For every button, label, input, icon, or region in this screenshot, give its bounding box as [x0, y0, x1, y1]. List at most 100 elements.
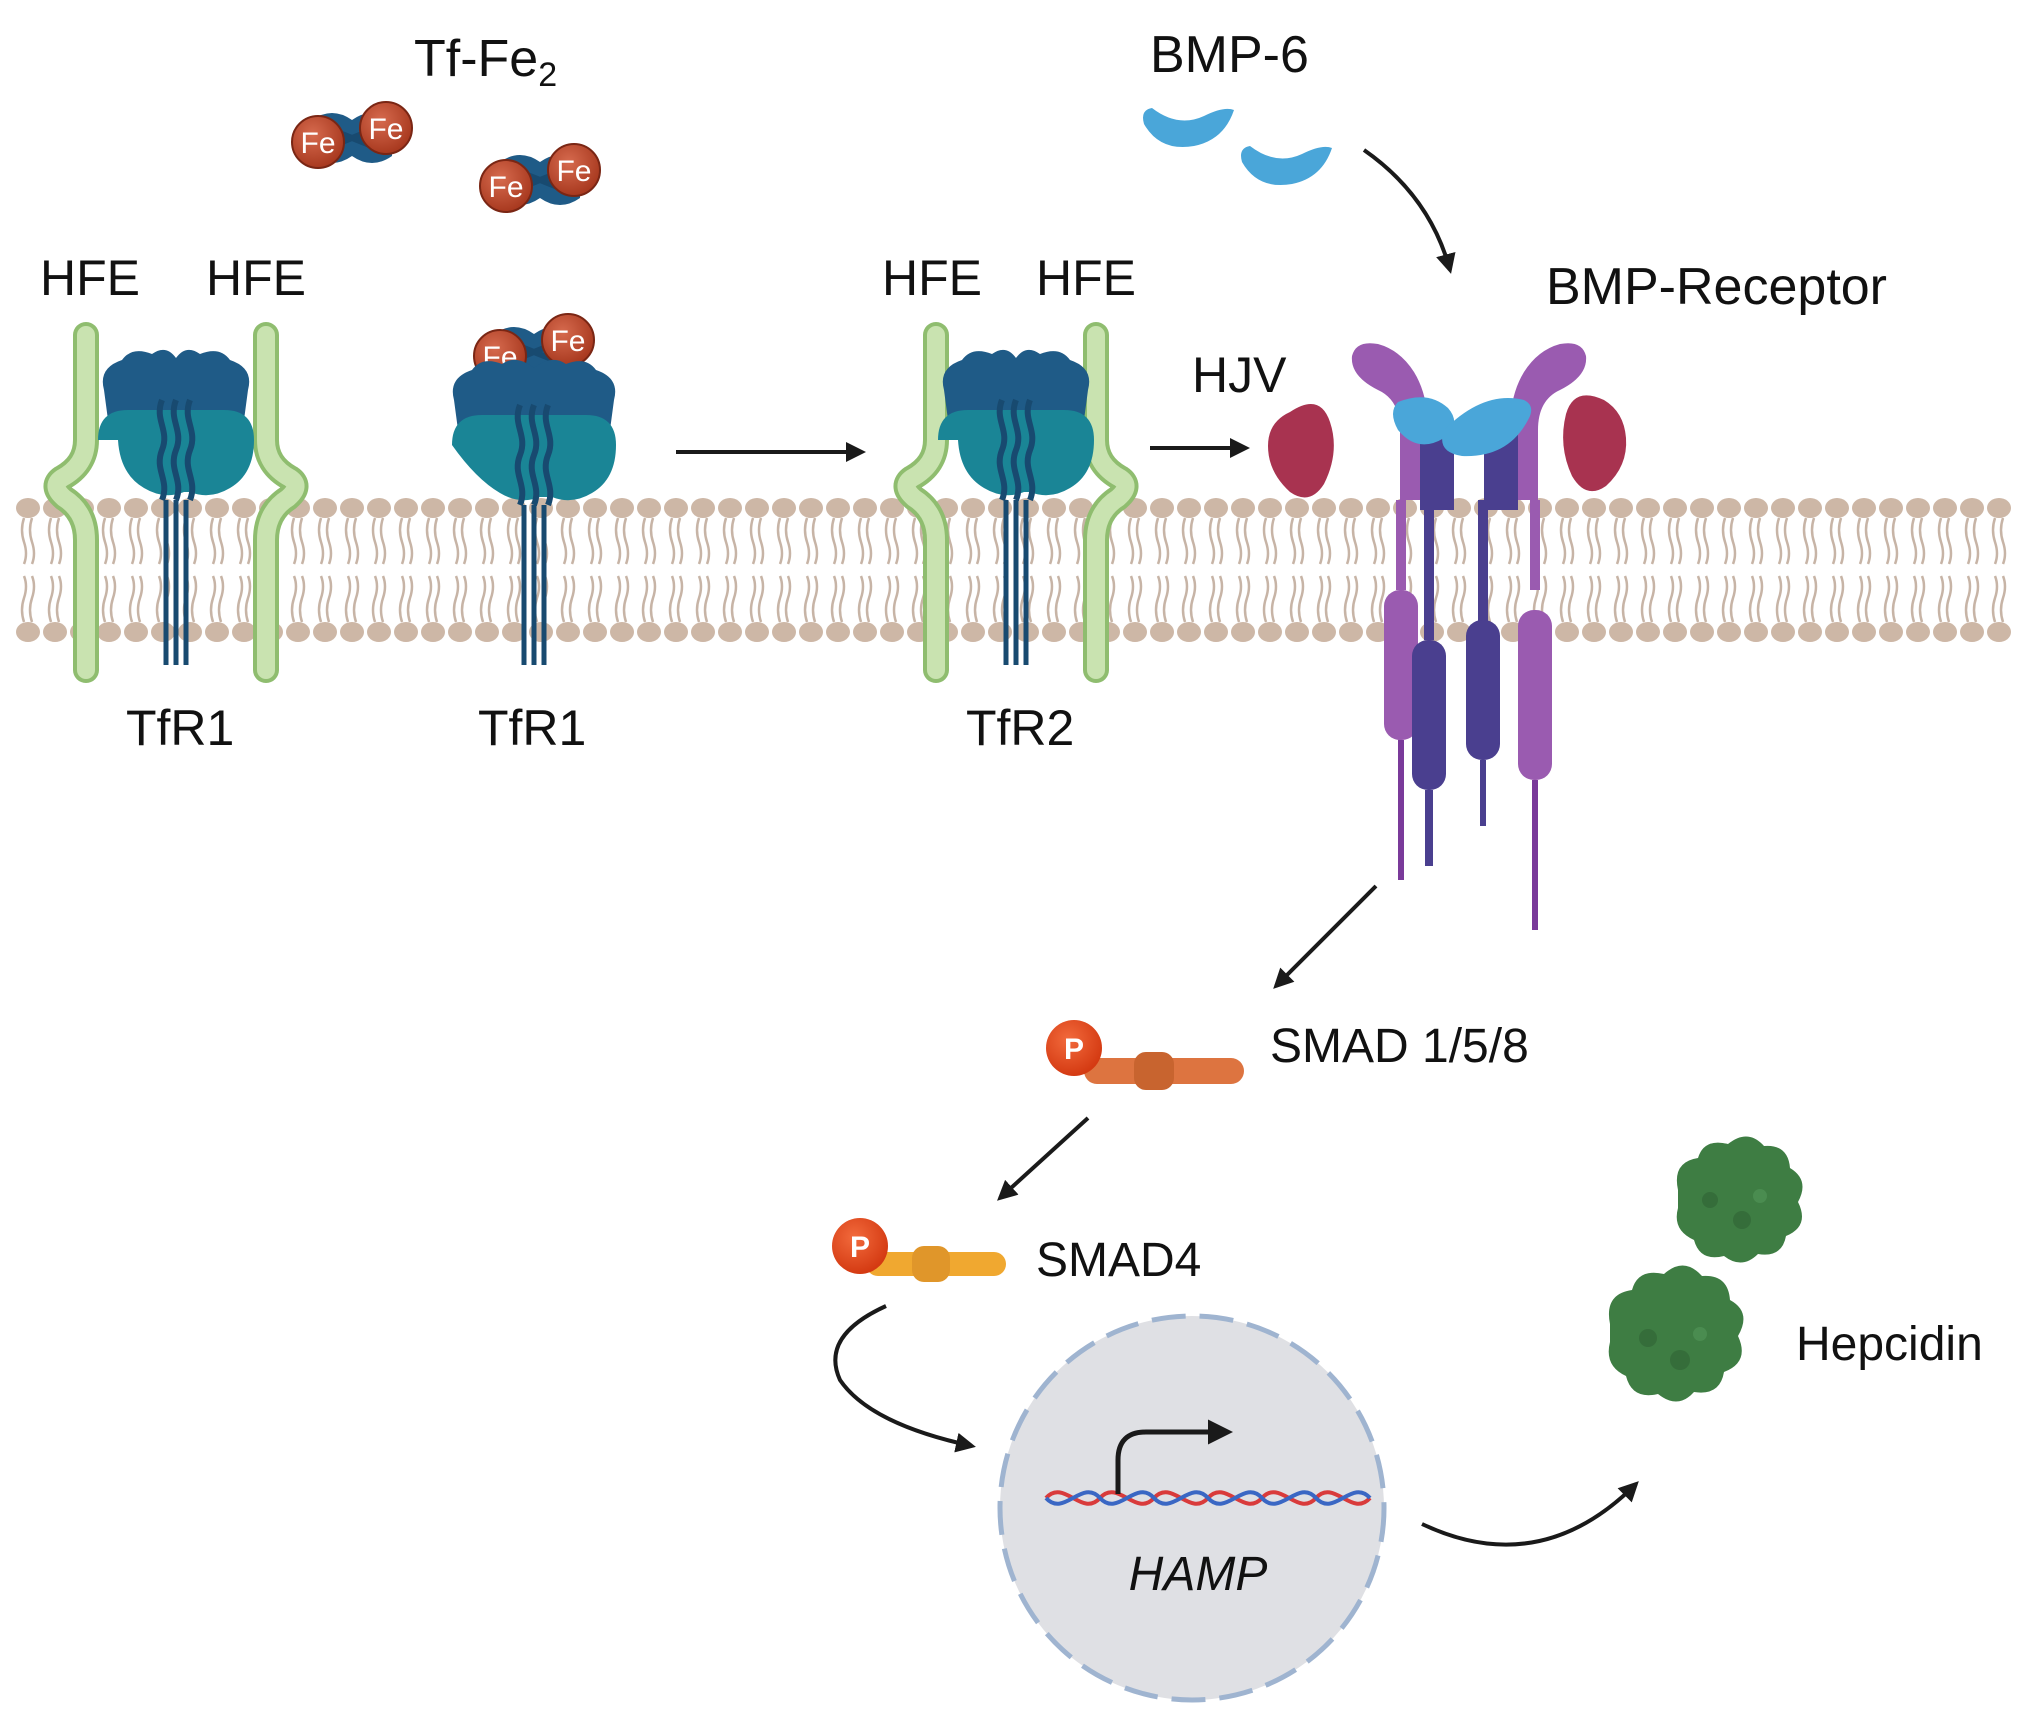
bmp6-label: BMP-6 — [1150, 26, 1309, 84]
hfe-protein — [1083, 322, 1139, 683]
lipid-head — [124, 498, 148, 518]
lipid-head — [610, 498, 634, 518]
hepcidin-peptide — [1676, 1136, 1803, 1263]
lipid-tail — [1127, 517, 1143, 565]
lipid-head — [718, 498, 742, 518]
lipid-head — [16, 498, 40, 518]
lipid-head — [961, 498, 985, 518]
lipid-tail — [1451, 575, 1467, 623]
lipid-head — [1150, 498, 1174, 518]
lipid-tail — [830, 575, 846, 623]
hfe-protein — [253, 322, 309, 683]
transferrin-iron-complex: Fe Fe — [479, 143, 601, 213]
lipid-head — [772, 622, 796, 642]
lipid-head — [1717, 622, 1741, 642]
lipid-head — [232, 498, 256, 518]
hfe-protein — [893, 322, 949, 683]
lipid-head — [691, 498, 715, 518]
lipid-head — [826, 498, 850, 518]
lipid-head — [1312, 498, 1336, 518]
lipid-head — [1825, 622, 1849, 642]
lipid-tail — [1181, 575, 1197, 623]
lipid-tail — [857, 575, 873, 623]
phospho-label: P — [1064, 1033, 1084, 1066]
lipid-tail — [209, 575, 225, 623]
lipid-head — [637, 498, 661, 518]
lipid-tail — [452, 517, 468, 565]
lipid-tail — [1667, 575, 1683, 623]
lipid-tail — [1829, 575, 1845, 623]
hfe-protein — [43, 322, 99, 683]
lipid-head — [772, 498, 796, 518]
lipid-tail — [1856, 575, 1872, 623]
lipid-head — [232, 622, 256, 642]
lipid-head — [1879, 498, 1903, 518]
lipid-tail — [830, 517, 846, 565]
lipid-head — [1852, 498, 1876, 518]
hjv-label: HJV — [1192, 347, 1287, 403]
lipid-tail — [749, 575, 765, 623]
lipid-head — [97, 622, 121, 642]
lipid-head — [475, 622, 499, 642]
lipid-tail — [452, 575, 468, 623]
arrow-to-smad158 — [1273, 884, 1378, 989]
lipid-head — [1339, 622, 1363, 642]
lipid-head — [1447, 622, 1471, 642]
lipid-tail — [1235, 575, 1251, 623]
lipid-head — [340, 498, 364, 518]
lipid-tail — [1991, 517, 2007, 565]
lipid-tail — [857, 517, 873, 565]
lipid-tail — [965, 517, 981, 565]
lipid-head — [1744, 498, 1768, 518]
lipid-head — [1204, 498, 1228, 518]
lipid-head — [394, 622, 418, 642]
lipid-tail — [101, 517, 117, 565]
lipid-tail — [776, 517, 792, 565]
bmp6-ligand — [1241, 146, 1332, 186]
tfr1-label: TfR1 — [478, 700, 586, 756]
transcription-arrow — [1115, 1419, 1233, 1494]
lipid-head — [1933, 498, 1957, 518]
lipid-head — [1879, 622, 1903, 642]
lipid-tail — [317, 517, 333, 565]
lipid-tail — [1208, 575, 1224, 623]
hepcidin-peptide — [1608, 1265, 1744, 1402]
lipid-tail — [1370, 517, 1386, 565]
lipid-head — [1258, 622, 1282, 642]
lipid-head — [205, 498, 229, 518]
lipid-head — [880, 498, 904, 518]
arrow-to-nucleus — [833, 1304, 976, 1453]
hamp-gene-label: HAMP — [1129, 1548, 1268, 1601]
lipid-tail — [560, 575, 576, 623]
lipid-tail — [1343, 575, 1359, 623]
lipid-head — [1177, 622, 1201, 642]
fe-label: Fe — [556, 155, 591, 188]
arrow-to-smad4 — [997, 1116, 1090, 1201]
hfe-label: HFE — [206, 250, 306, 306]
lipid-head — [1582, 622, 1606, 642]
lipid-tail — [641, 517, 657, 565]
lipid-head — [1609, 498, 1633, 518]
lipid-head — [664, 622, 688, 642]
lipid-tail — [398, 517, 414, 565]
lipid-head — [421, 622, 445, 642]
lipid-head — [1771, 498, 1795, 518]
lipid-head — [1987, 622, 2011, 642]
lipid-tail — [1586, 575, 1602, 623]
lipid-head — [1231, 622, 1255, 642]
lipid-tail — [1640, 575, 1656, 623]
lipid-head — [1771, 622, 1795, 642]
tfr1-label: TfR1 — [126, 700, 234, 756]
lipid-tail — [722, 575, 738, 623]
lipid-head — [1339, 498, 1363, 518]
fe-label: Fe — [550, 325, 585, 358]
lipid-head — [286, 622, 310, 642]
lipid-tail — [803, 517, 819, 565]
lipid-tail — [425, 575, 441, 623]
smad4-protein: P — [832, 1218, 1006, 1282]
lipid-head — [1852, 622, 1876, 642]
tfr2-receptor — [938, 349, 1094, 665]
lipid-head — [1177, 498, 1201, 518]
lipid-tail — [1667, 517, 1683, 565]
lipid-head — [448, 498, 472, 518]
